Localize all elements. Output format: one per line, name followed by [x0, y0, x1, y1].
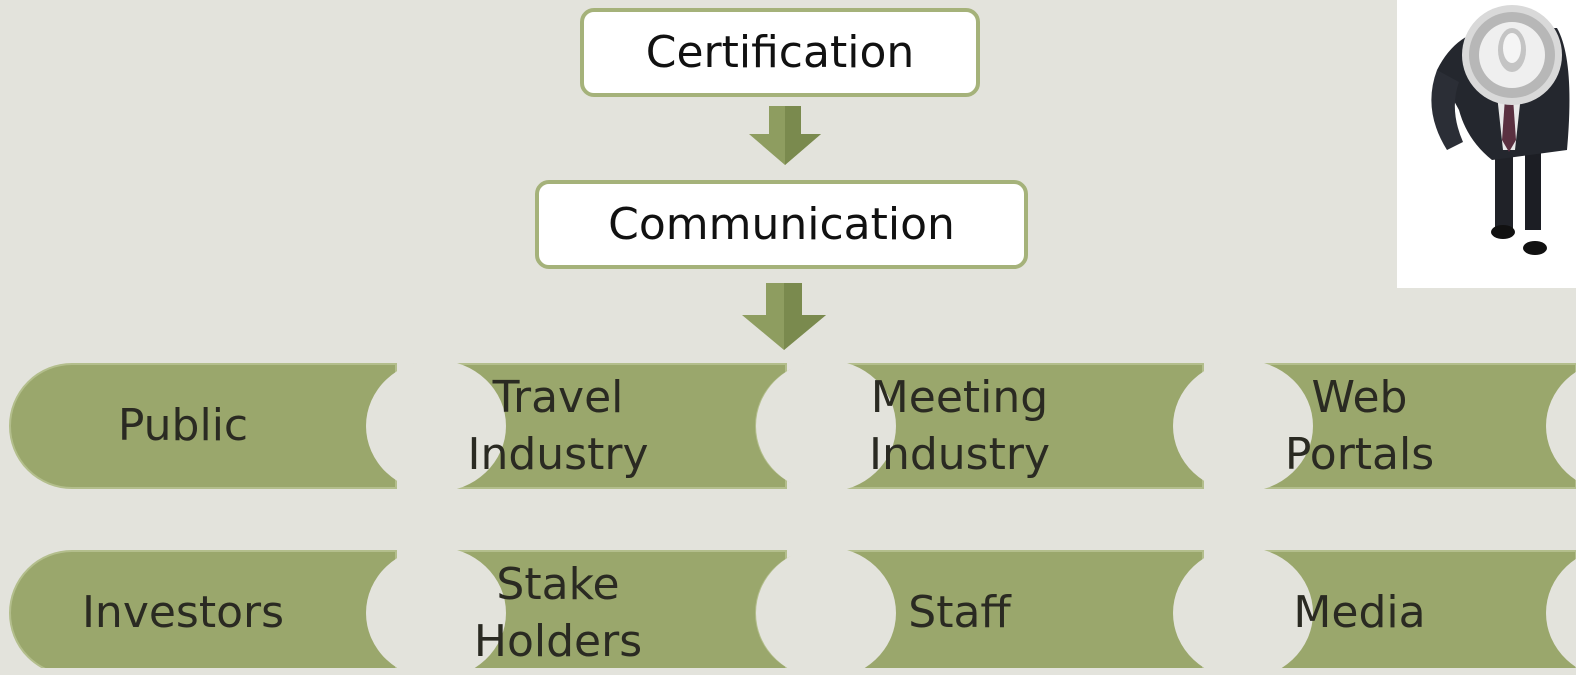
- audience-label-row2-3: Media: [1293, 587, 1426, 639]
- shape-notch-row1-0: [366, 360, 506, 492]
- audience-shape-row2-0: [9, 550, 397, 668]
- shape-notch-row1-3: [1546, 371, 1576, 481]
- megaphone-photo: [1397, 0, 1576, 288]
- shape-notch-row1-1: [756, 360, 896, 492]
- certification-label: Certification: [645, 27, 915, 78]
- communication-label: Communication: [608, 199, 955, 250]
- down-arrow-icon: [742, 283, 826, 350]
- shape-notch-row2-3: [1546, 558, 1576, 668]
- audience-label-row1-3: Web Portals: [1284, 371, 1435, 480]
- shape-notch-row2-1: [756, 547, 896, 668]
- down-arrow-icon: [749, 106, 821, 165]
- audience-label-row1-0: Public: [117, 400, 249, 452]
- audience-shape-row1-0: [9, 363, 397, 489]
- businessman-megaphone-icon: [1397, 0, 1576, 288]
- audience-label-row2-1: Stake Holders: [473, 558, 643, 667]
- shape-notch-row2-2: [1173, 547, 1313, 668]
- shape-notch-row2-0: [366, 547, 506, 668]
- communication-box: Communication: [535, 180, 1028, 269]
- audience-label-row1-2: Meeting Industry: [869, 371, 1050, 480]
- audience-label-row2-0: Investors: [81, 587, 285, 639]
- audience-label-row1-1: Travel Industry: [467, 371, 649, 480]
- shape-notch-row1-2: [1173, 360, 1313, 492]
- audience-label-row2-2: Staff: [908, 587, 1011, 639]
- certification-box: Certification: [580, 8, 980, 97]
